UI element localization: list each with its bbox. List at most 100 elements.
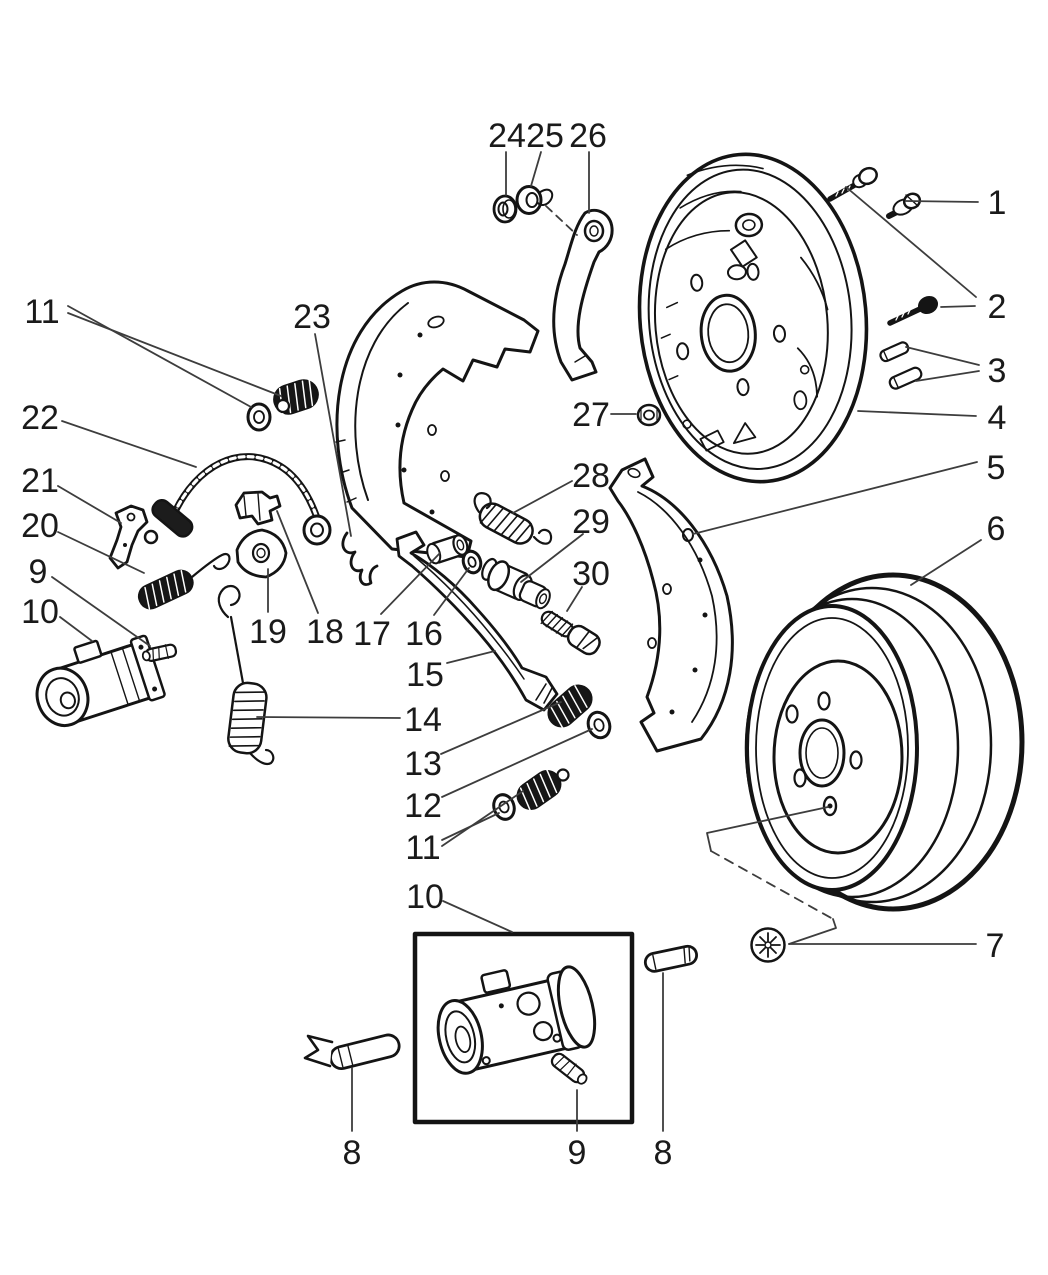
hub-to-pushnut-b [710, 850, 834, 920]
leader-line-30 [566, 586, 583, 612]
adjuster-actuating-lever-15 [395, 530, 559, 712]
leader-line-10 [442, 900, 513, 933]
hex-nut-27 [636, 403, 662, 427]
leader-line-15 [446, 650, 496, 664]
push-nut-7 [750, 927, 786, 963]
leader-line-9 [51, 576, 151, 647]
coil-spring-13 [547, 684, 593, 729]
spring-washer-12 [586, 710, 612, 740]
callout-7: 7 [986, 927, 1005, 965]
shoe-return-spring-14 [217, 584, 275, 766]
mounting-bolt-long-lower-2 [887, 295, 939, 326]
hub-to-pushnut-c [788, 918, 837, 945]
parking-brake-cable-22 [143, 453, 332, 546]
leader-line-25 [530, 151, 542, 187]
callout-17: 17 [353, 615, 391, 653]
callout-2: 2 [988, 288, 1007, 326]
leader-line-4 [857, 410, 977, 417]
callout-15: 15 [406, 656, 444, 694]
callout-26: 26 [569, 117, 607, 155]
callout-22: 22 [21, 399, 59, 437]
callout-13: 13 [404, 745, 442, 783]
leader-line-16 [433, 567, 470, 616]
callout-12: 12 [404, 787, 442, 825]
callout-14: 14 [404, 701, 442, 739]
callout-24: 24 [488, 117, 526, 155]
brake-drum-6 [744, 572, 1025, 912]
callout-16: 16 [405, 615, 443, 653]
leader-line-1 [905, 200, 979, 203]
wheel-cylinder-assembly [436, 965, 597, 1075]
push-rod-8-right [643, 944, 699, 973]
wave-washer-25 [515, 185, 554, 215]
wheel-cylinder-kit-box [412, 931, 635, 1125]
callout-21: 21 [21, 462, 59, 500]
leader-line-22 [61, 420, 197, 468]
leader-line-6 [910, 539, 982, 586]
lever-cam-plate-19 [235, 528, 288, 579]
leader-line-2 [940, 305, 976, 308]
callout-23: 23 [293, 298, 331, 336]
leader-line-2 [845, 186, 977, 298]
callout-20: 20 [21, 507, 59, 545]
leader-line-3 [915, 370, 980, 382]
leader-line-11 [67, 305, 252, 408]
cable-guide-18 [234, 490, 282, 526]
washer-to-lever-dash [545, 205, 578, 236]
callout-19: 19 [249, 613, 287, 651]
retainer-clip-23 [341, 531, 379, 586]
callout-27: 27 [572, 396, 610, 434]
leader-line-11 [441, 790, 524, 847]
callout-4: 4 [988, 399, 1007, 437]
callout-11: 11 [24, 293, 59, 331]
wheel-cylinder-10 [35, 634, 166, 727]
leader-line-3 [905, 346, 980, 366]
parking-brake-lever-26 [552, 208, 614, 382]
coil-spring-11-lower [492, 768, 570, 821]
leader-line-5 [692, 461, 978, 535]
backing-plate [637, 152, 869, 484]
leader-line-10 [59, 616, 93, 642]
callout-8: 8 [654, 1134, 673, 1172]
callout-28: 28 [572, 457, 610, 495]
adjuster-screw-30 [540, 610, 601, 656]
front-brake-shoe [335, 280, 540, 559]
callout-8: 8 [343, 1134, 362, 1172]
leader-line-13 [440, 701, 562, 755]
adjuster-star-wheel-29 [481, 557, 551, 610]
callout-25: 25 [526, 117, 564, 155]
callout-3: 3 [988, 352, 1007, 390]
mounting-bolt-short-1 [886, 192, 922, 219]
callout-30: 30 [572, 555, 610, 593]
hold-down-spring-28 [473, 492, 553, 545]
callout-1: 1 [988, 184, 1007, 222]
leader-line-23 [314, 333, 352, 537]
adjuster-cable-spring-20 [137, 552, 231, 610]
leader-line-17 [380, 552, 441, 615]
leader-line-14 [256, 716, 401, 719]
spring-pins-3 [879, 341, 923, 390]
bleeder-screw-9 [141, 643, 178, 662]
leader-line-11 [67, 312, 282, 397]
callout-10: 10 [21, 593, 59, 631]
callout-18: 18 [306, 613, 344, 651]
anchor-stud [726, 212, 764, 281]
callout-9: 9 [29, 553, 48, 591]
leader-line-12 [441, 728, 593, 798]
hub-to-pushnut-a [706, 806, 829, 852]
coil-spring-11-upper [246, 378, 319, 432]
grommet-24 [492, 194, 518, 224]
callout-6: 6 [987, 510, 1006, 548]
leader-line-29 [520, 533, 584, 583]
callout-9: 9 [568, 1134, 587, 1172]
callout-11: 11 [405, 829, 440, 867]
push-rod-8-left [303, 1033, 401, 1070]
adjuster-washer-16 [461, 549, 483, 575]
callout-10: 10 [406, 878, 444, 916]
leader-line-21 [57, 485, 122, 524]
mounting-bolt-long-upper-2 [827, 166, 878, 202]
leader-line-20 [57, 531, 145, 574]
